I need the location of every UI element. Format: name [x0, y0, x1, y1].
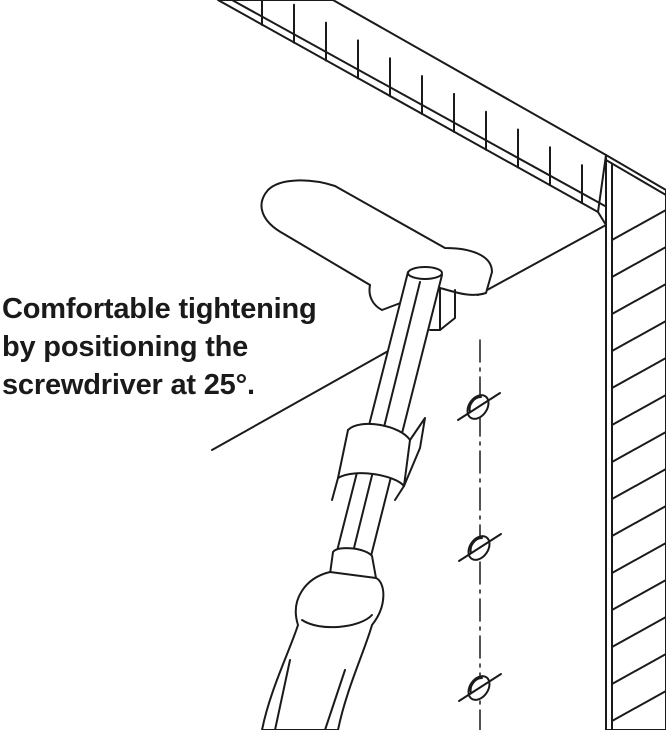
panel-inner-face	[477, 211, 607, 730]
dowel-hole-1	[457, 392, 501, 421]
side-panel-grid	[611, 209, 666, 722]
caption-line-2: by positioning the	[2, 331, 249, 363]
top-panel	[217, 0, 607, 213]
dowel-hole-2	[458, 533, 502, 562]
top-panel-grid	[261, 0, 583, 205]
dowel-hole-3	[458, 673, 502, 702]
caption-line-3: screwdriver at 25°.	[2, 369, 255, 401]
side-panel	[605, 154, 666, 730]
screwdriver	[261, 266, 443, 730]
leader-line	[211, 349, 391, 451]
caption-line-1: Comfortable tightening	[2, 293, 317, 325]
rotation-arrow	[331, 417, 426, 501]
caption: Comfortable tightening by positioning th…	[2, 290, 382, 404]
